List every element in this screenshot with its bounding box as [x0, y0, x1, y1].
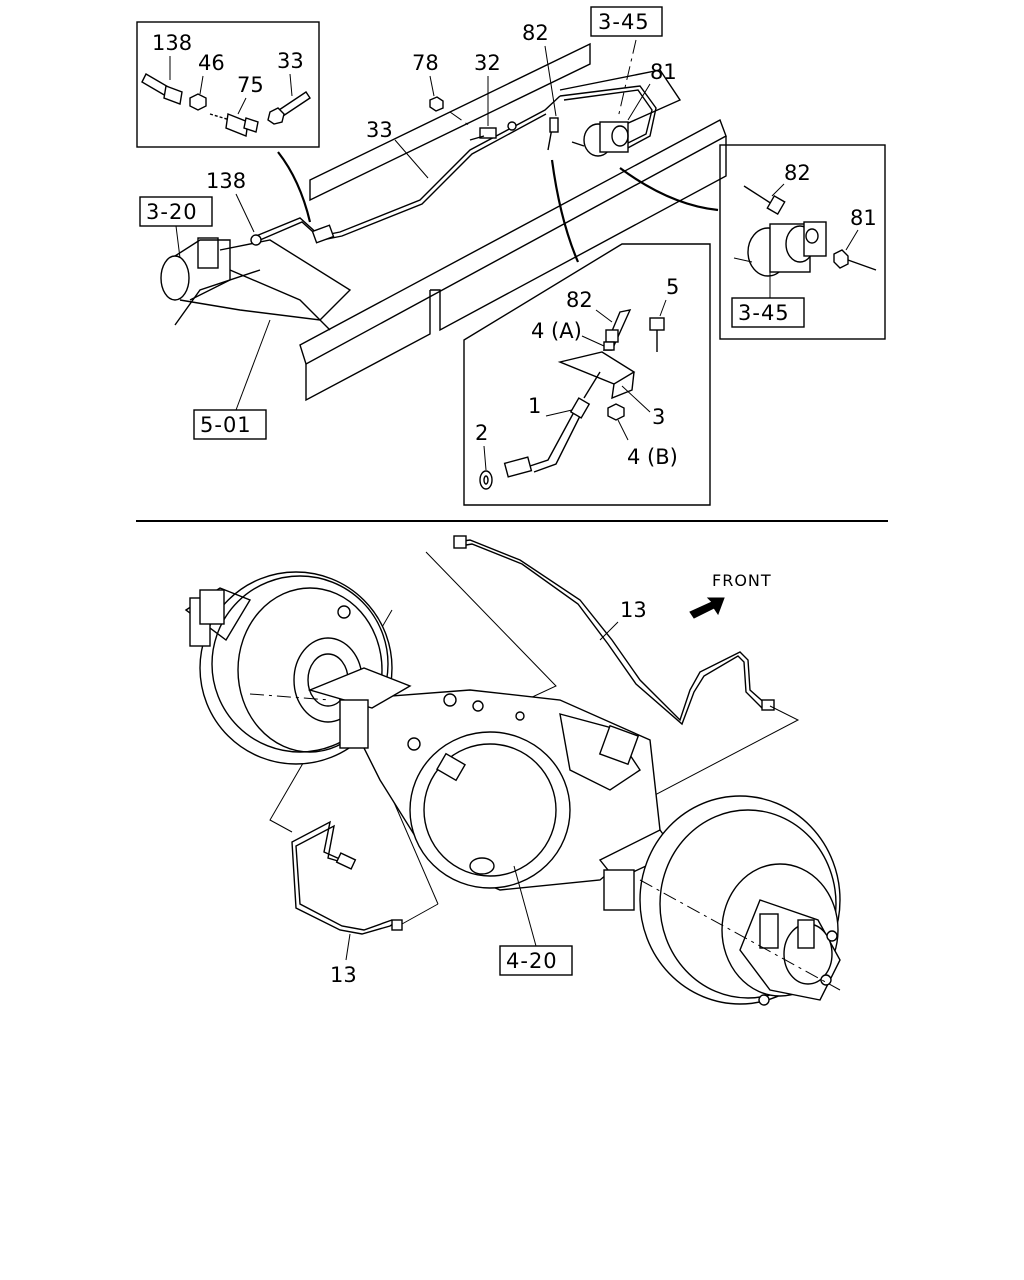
fitting-138-icon	[141, 56, 183, 105]
ref-box-5-01	[193, 409, 267, 440]
detail-leader-line	[550, 159, 580, 263]
tee-75-icon	[209, 97, 259, 137]
part-label-4b: 4 (B)	[627, 445, 678, 469]
part-label-138: 138	[206, 169, 246, 193]
bracket-hose-detail-inset: 82 5 4 (A) 1 3 2 4 (B)	[463, 243, 711, 506]
part-label-82: 82	[784, 161, 811, 185]
pipe-fitting-icon	[335, 852, 357, 870]
rear-axle-view: FRONT 13	[184, 535, 841, 1006]
pipe-end-33-icon	[267, 73, 311, 125]
part-label-82: 82	[522, 21, 549, 45]
front-label: FRONT	[712, 571, 772, 590]
inset-frame	[463, 243, 711, 506]
part-label-5: 5	[666, 275, 679, 299]
fitting-parts-inset: 138 46 75 33	[136, 21, 320, 148]
brake-pipe-13-lower	[291, 820, 397, 935]
part-label-13-upper: 13	[620, 598, 647, 622]
right-brake-drum-icon	[639, 795, 841, 1006]
connector-82-icon	[547, 117, 559, 151]
washer-2-icon	[479, 445, 493, 490]
inset-leader-line	[277, 151, 312, 223]
brake-chamber-icon	[571, 121, 629, 157]
part-label-33: 33	[277, 49, 304, 73]
nut-4b-icon	[607, 403, 629, 441]
brake-pipe-33	[255, 95, 561, 237]
ref-label-5-01: 5-01	[200, 413, 252, 437]
axle-housing-icon	[307, 667, 678, 911]
brake-pipe-81	[559, 85, 657, 151]
part-label-1: 1	[528, 394, 541, 418]
ref-label-3-45-top: 3-45	[598, 10, 650, 34]
nut-46-icon	[189, 75, 207, 111]
ref-box-3-45-inset	[731, 297, 805, 328]
part-label-78: 78	[412, 51, 439, 75]
inset-frame	[136, 21, 320, 148]
ref-label-3-45-inset: 3-45	[738, 301, 790, 325]
bracket-3-icon	[557, 351, 651, 413]
ref-box-3-45-top	[590, 6, 663, 37]
fitting-32-icon	[469, 121, 517, 141]
brake-hose-1-icon	[503, 371, 601, 478]
chamber-leader-line	[619, 167, 719, 212]
front-arrow-icon	[689, 597, 725, 619]
ref-label-4-20: 4-20	[506, 949, 558, 973]
ref-label-3-20: 3-20	[146, 200, 198, 224]
axle-housing-icon	[160, 237, 231, 301]
part-label-33: 33	[366, 118, 393, 142]
nut-4a-icon	[581, 335, 615, 351]
part-label-4a: 4 (A)	[531, 319, 582, 343]
part-label-82: 82	[566, 288, 593, 312]
part-label-32: 32	[474, 51, 501, 75]
part-label-81: 81	[850, 206, 877, 230]
part-label-46: 46	[198, 51, 225, 75]
pipe-fitting-icon	[761, 699, 775, 711]
part-label-81: 81	[650, 60, 677, 84]
bolt-5-icon	[649, 299, 667, 352]
brake-chamber-icon	[733, 221, 827, 277]
inset-frame	[719, 144, 886, 340]
part-label-13-lower: 13	[330, 963, 357, 987]
part-label-3: 3	[652, 405, 665, 429]
part-label-138: 138	[152, 31, 192, 55]
connector-138-icon	[250, 234, 262, 246]
brake-pipe-13-upper	[455, 539, 769, 722]
connector-82-icon	[743, 185, 786, 216]
connector-81-icon	[833, 249, 877, 271]
chassis-frame-view: 78 32 82 81 33 138 3-45 3-20 5-01	[139, 6, 727, 440]
upper-frame-rail	[309, 42, 591, 202]
part-label-75: 75	[237, 73, 264, 97]
pipe-fitting-icon	[391, 919, 403, 931]
tee-fitting-icon	[311, 224, 335, 244]
pipe-fitting-icon	[453, 535, 467, 549]
nut-78-icon	[429, 96, 444, 112]
part-label-2: 2	[475, 421, 488, 445]
brake-chamber-inset: 82 81 3-45	[719, 144, 886, 340]
